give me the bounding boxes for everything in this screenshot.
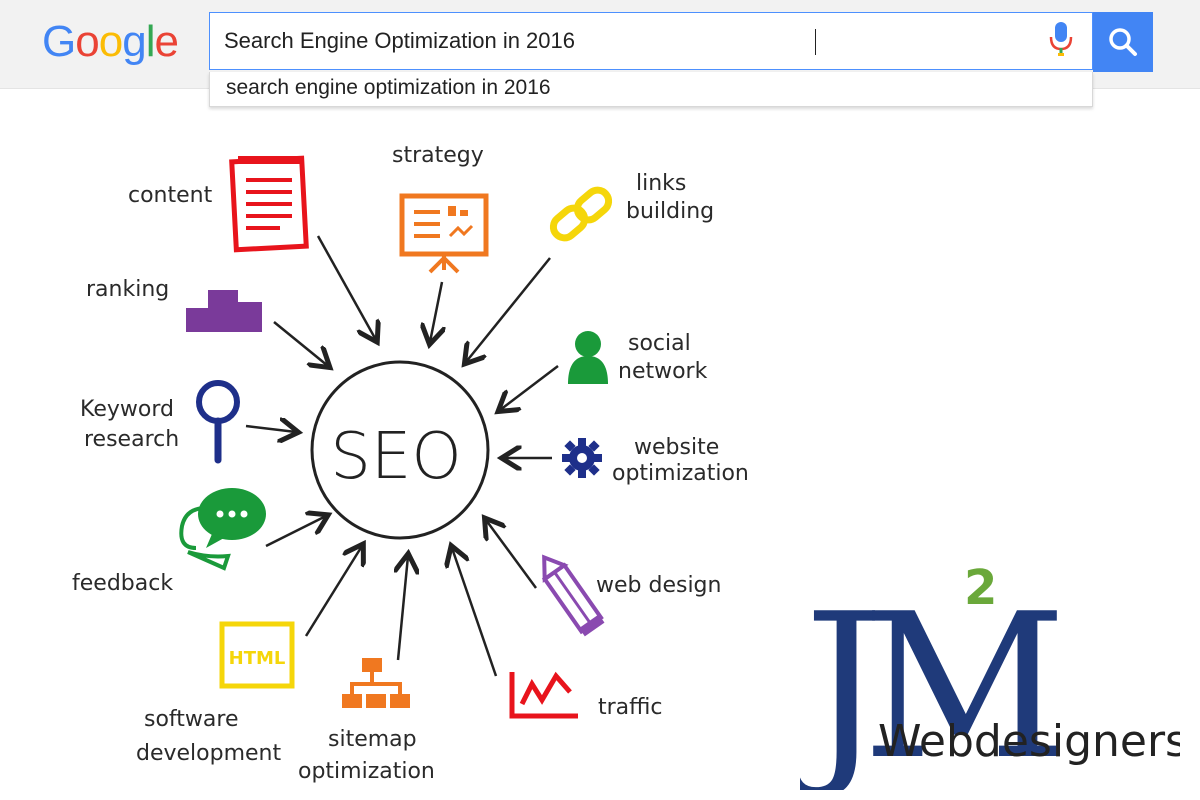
google-logo[interactable]: Google	[42, 16, 179, 68]
label-website-optimization: optimization	[612, 461, 749, 486]
logo-letter: o	[98, 17, 124, 66]
label-web-design: web design	[596, 573, 721, 598]
html-tag-label: HTML	[229, 648, 286, 669]
label-software: software	[144, 707, 238, 732]
speech-bubble-icon	[179, 488, 266, 571]
arrows	[245, 235, 559, 677]
presentation-board-icon	[399, 193, 489, 274]
label-strategy: strategy	[392, 143, 484, 168]
pencil-icon	[541, 554, 605, 637]
person-icon	[568, 331, 608, 384]
label-sitemap-optimization: optimization	[298, 759, 435, 784]
chain-link-icon	[549, 186, 613, 242]
search-input[interactable]	[224, 23, 1024, 59]
label-traffic: traffic	[598, 695, 663, 720]
brand-jm-letters: JM	[800, 571, 1057, 790]
brand-superscript: 2	[964, 560, 997, 616]
search-icon	[1109, 28, 1137, 56]
magnifier-icon	[196, 380, 240, 464]
search-header: Google	[0, 0, 1200, 89]
label-development: development	[136, 741, 282, 766]
seo-circle	[310, 360, 490, 540]
label-sitemap: sitemap	[328, 727, 417, 752]
label-research: research	[84, 427, 179, 452]
label-network: network	[618, 359, 708, 384]
microphone-icon[interactable]	[1046, 20, 1076, 60]
search-button[interactable]	[1093, 12, 1153, 72]
label-keyword: Keyword	[80, 397, 174, 422]
sitemap-icon	[342, 658, 410, 708]
brand-name: Webdesigners	[878, 716, 1180, 767]
label-website: website	[634, 435, 719, 460]
label-content: content	[128, 183, 213, 208]
label-links: links	[636, 171, 686, 196]
logo-letter: g	[122, 17, 147, 66]
text-caret	[815, 29, 816, 55]
brand-logo: JM 2 Webdesigners	[800, 560, 1180, 790]
label-feedback: feedback	[72, 571, 173, 596]
logo-letter: G	[42, 17, 76, 66]
seo-center-label: SEO	[330, 420, 461, 494]
html-document-icon: HTML	[219, 621, 295, 689]
search-box	[209, 12, 1093, 70]
logo-letter: o	[75, 17, 100, 66]
logo-letter: e	[154, 17, 179, 66]
traffic-chart-icon	[509, 671, 578, 719]
autocomplete-suggestion[interactable]: search engine optimization in 2016	[226, 76, 551, 99]
notepad-icon	[229, 155, 309, 253]
seo-diagram: SEO content strategy	[72, 143, 749, 784]
label-building: building	[626, 199, 714, 224]
label-ranking: ranking	[86, 277, 169, 302]
gear-icon	[562, 438, 602, 478]
autocomplete-dropdown: search engine optimization in 2016	[209, 72, 1093, 107]
label-social: social	[628, 331, 691, 356]
podium-icon	[186, 290, 262, 332]
logo-letter: l	[145, 17, 156, 66]
